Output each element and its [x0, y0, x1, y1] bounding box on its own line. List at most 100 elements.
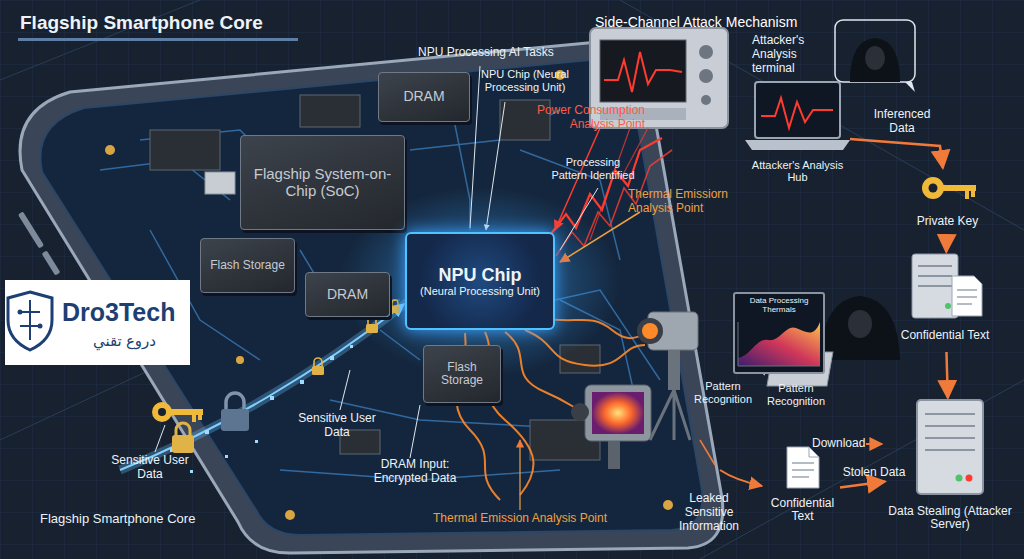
illustration-part	[885, 398, 1015, 498]
illustration-part	[835, 20, 915, 82]
illustration-part	[368, 316, 376, 324]
leak-arrow	[700, 440, 715, 465]
illustration-part	[314, 358, 322, 366]
document-icon: Confidential Text	[765, 445, 840, 540]
npu-chip: NPU Chip(Neural Processing Unit)	[405, 232, 555, 330]
illustration-part	[5, 280, 190, 365]
section-heading: Side-Channel Attack Mechanism	[595, 14, 825, 30]
edge-label: Inferenced Data	[866, 108, 938, 136]
illustration-part	[965, 191, 969, 199]
illustration-part	[18, 310, 23, 315]
minor-component	[150, 95, 600, 460]
illustration-part	[966, 475, 973, 482]
leak-arrow	[720, 470, 762, 486]
laptop-icon	[745, 80, 850, 156]
illustration-part	[560, 188, 598, 250]
illustration-part	[486, 102, 505, 230]
illustration-part	[300, 95, 360, 127]
illustration-part	[957, 290, 977, 304]
annotation: Power Consumption Analysis Point	[510, 104, 645, 132]
probe-wire	[590, 128, 648, 240]
illustration-part	[300, 380, 304, 384]
node-title: Confidential Text	[765, 497, 840, 524]
logo-text: دروع تقني	[62, 332, 187, 349]
node-title: Flagship System-on-Chip (SoC)	[245, 166, 400, 200]
node-title: Flash Storage	[428, 361, 496, 388]
dram-chip: DRAM	[305, 272, 390, 317]
illustration-part	[745, 80, 850, 152]
illustration-part	[592, 392, 644, 434]
illustration-part	[755, 82, 840, 138]
illustration-part	[608, 441, 620, 469]
node-title: Confidential Text	[901, 329, 990, 342]
illustration-part	[190, 470, 193, 473]
flash-storage-chip: Flash Storage	[423, 345, 501, 403]
illustration-part	[668, 350, 680, 390]
flow-arrow	[945, 238, 948, 252]
illustration-part	[738, 322, 820, 366]
annotation: Pattern Recognition	[765, 382, 827, 407]
part-label: NPU Chip (Neural Processing Unit)	[455, 68, 595, 93]
illustration-part	[255, 440, 258, 443]
illustration-part	[198, 415, 202, 420]
illustration-part	[170, 345, 353, 473]
illustration-part	[390, 306, 400, 313]
illustration-part	[42, 250, 61, 275]
lock-icon	[172, 393, 249, 453]
attacker-laptop: Attacker's Analysis Hub	[745, 80, 850, 190]
key-icon	[905, 168, 990, 212]
bigserver-icon	[885, 398, 1015, 502]
illustration-part	[285, 510, 295, 520]
illustration-part	[221, 409, 249, 431]
illustration-part	[225, 455, 228, 458]
illustration-part	[176, 423, 190, 436]
illustration-part	[340, 370, 350, 410]
annotation: Thermal Emission Analysis Point	[430, 512, 610, 526]
illustration-part	[905, 82, 915, 92]
annotation: Thermal Emissiorn Analysis Point	[628, 188, 748, 216]
illustration-part	[171, 409, 203, 415]
illustration-part	[820, 296, 900, 360]
node-title: Flash Storage	[210, 259, 285, 272]
illustration-part	[971, 191, 975, 197]
illustration-part	[604, 52, 682, 92]
soc-chip: Flagship System-on-Chip (SoC)	[240, 135, 405, 230]
illustration-part	[848, 310, 872, 338]
illustration-part	[366, 316, 378, 333]
illustration-part	[236, 356, 244, 364]
illustration-part	[205, 172, 235, 194]
illustration-part	[925, 414, 975, 450]
node-title: Attacker's Analysis Hub	[745, 159, 850, 184]
illustration-part	[663, 500, 673, 510]
diagram-title: Flagship Smartphone Core	[20, 12, 320, 34]
pointer-line	[519, 440, 520, 510]
illustration-part	[366, 324, 378, 333]
illustration-part	[150, 130, 220, 170]
illustration-part	[642, 323, 658, 339]
illustration-part	[392, 300, 398, 306]
illustration-part	[38, 324, 43, 329]
private-key-icon: Private Key	[905, 168, 990, 238]
illustration-part	[20, 300, 40, 340]
pointer-line	[560, 212, 640, 262]
illustration-part	[270, 396, 274, 400]
annotation: Attacker's Analysis terminal	[752, 34, 828, 75]
illustration-part	[390, 300, 400, 313]
server-icon	[890, 252, 1000, 326]
node-title: DRAM	[327, 287, 368, 303]
illustration-part	[312, 366, 324, 375]
illustration-part	[571, 403, 589, 421]
annotation: Download	[812, 437, 872, 451]
illustration-part	[792, 463, 814, 477]
dram-chip: DRAM	[378, 72, 470, 122]
illustration-part	[525, 330, 645, 366]
key-icon	[152, 402, 203, 422]
server-icon: Confidential Text	[890, 252, 1000, 352]
illustration-part	[470, 66, 480, 228]
illustration-part	[787, 447, 819, 488]
illustration-part	[761, 98, 833, 128]
illustration-part	[152, 402, 172, 422]
